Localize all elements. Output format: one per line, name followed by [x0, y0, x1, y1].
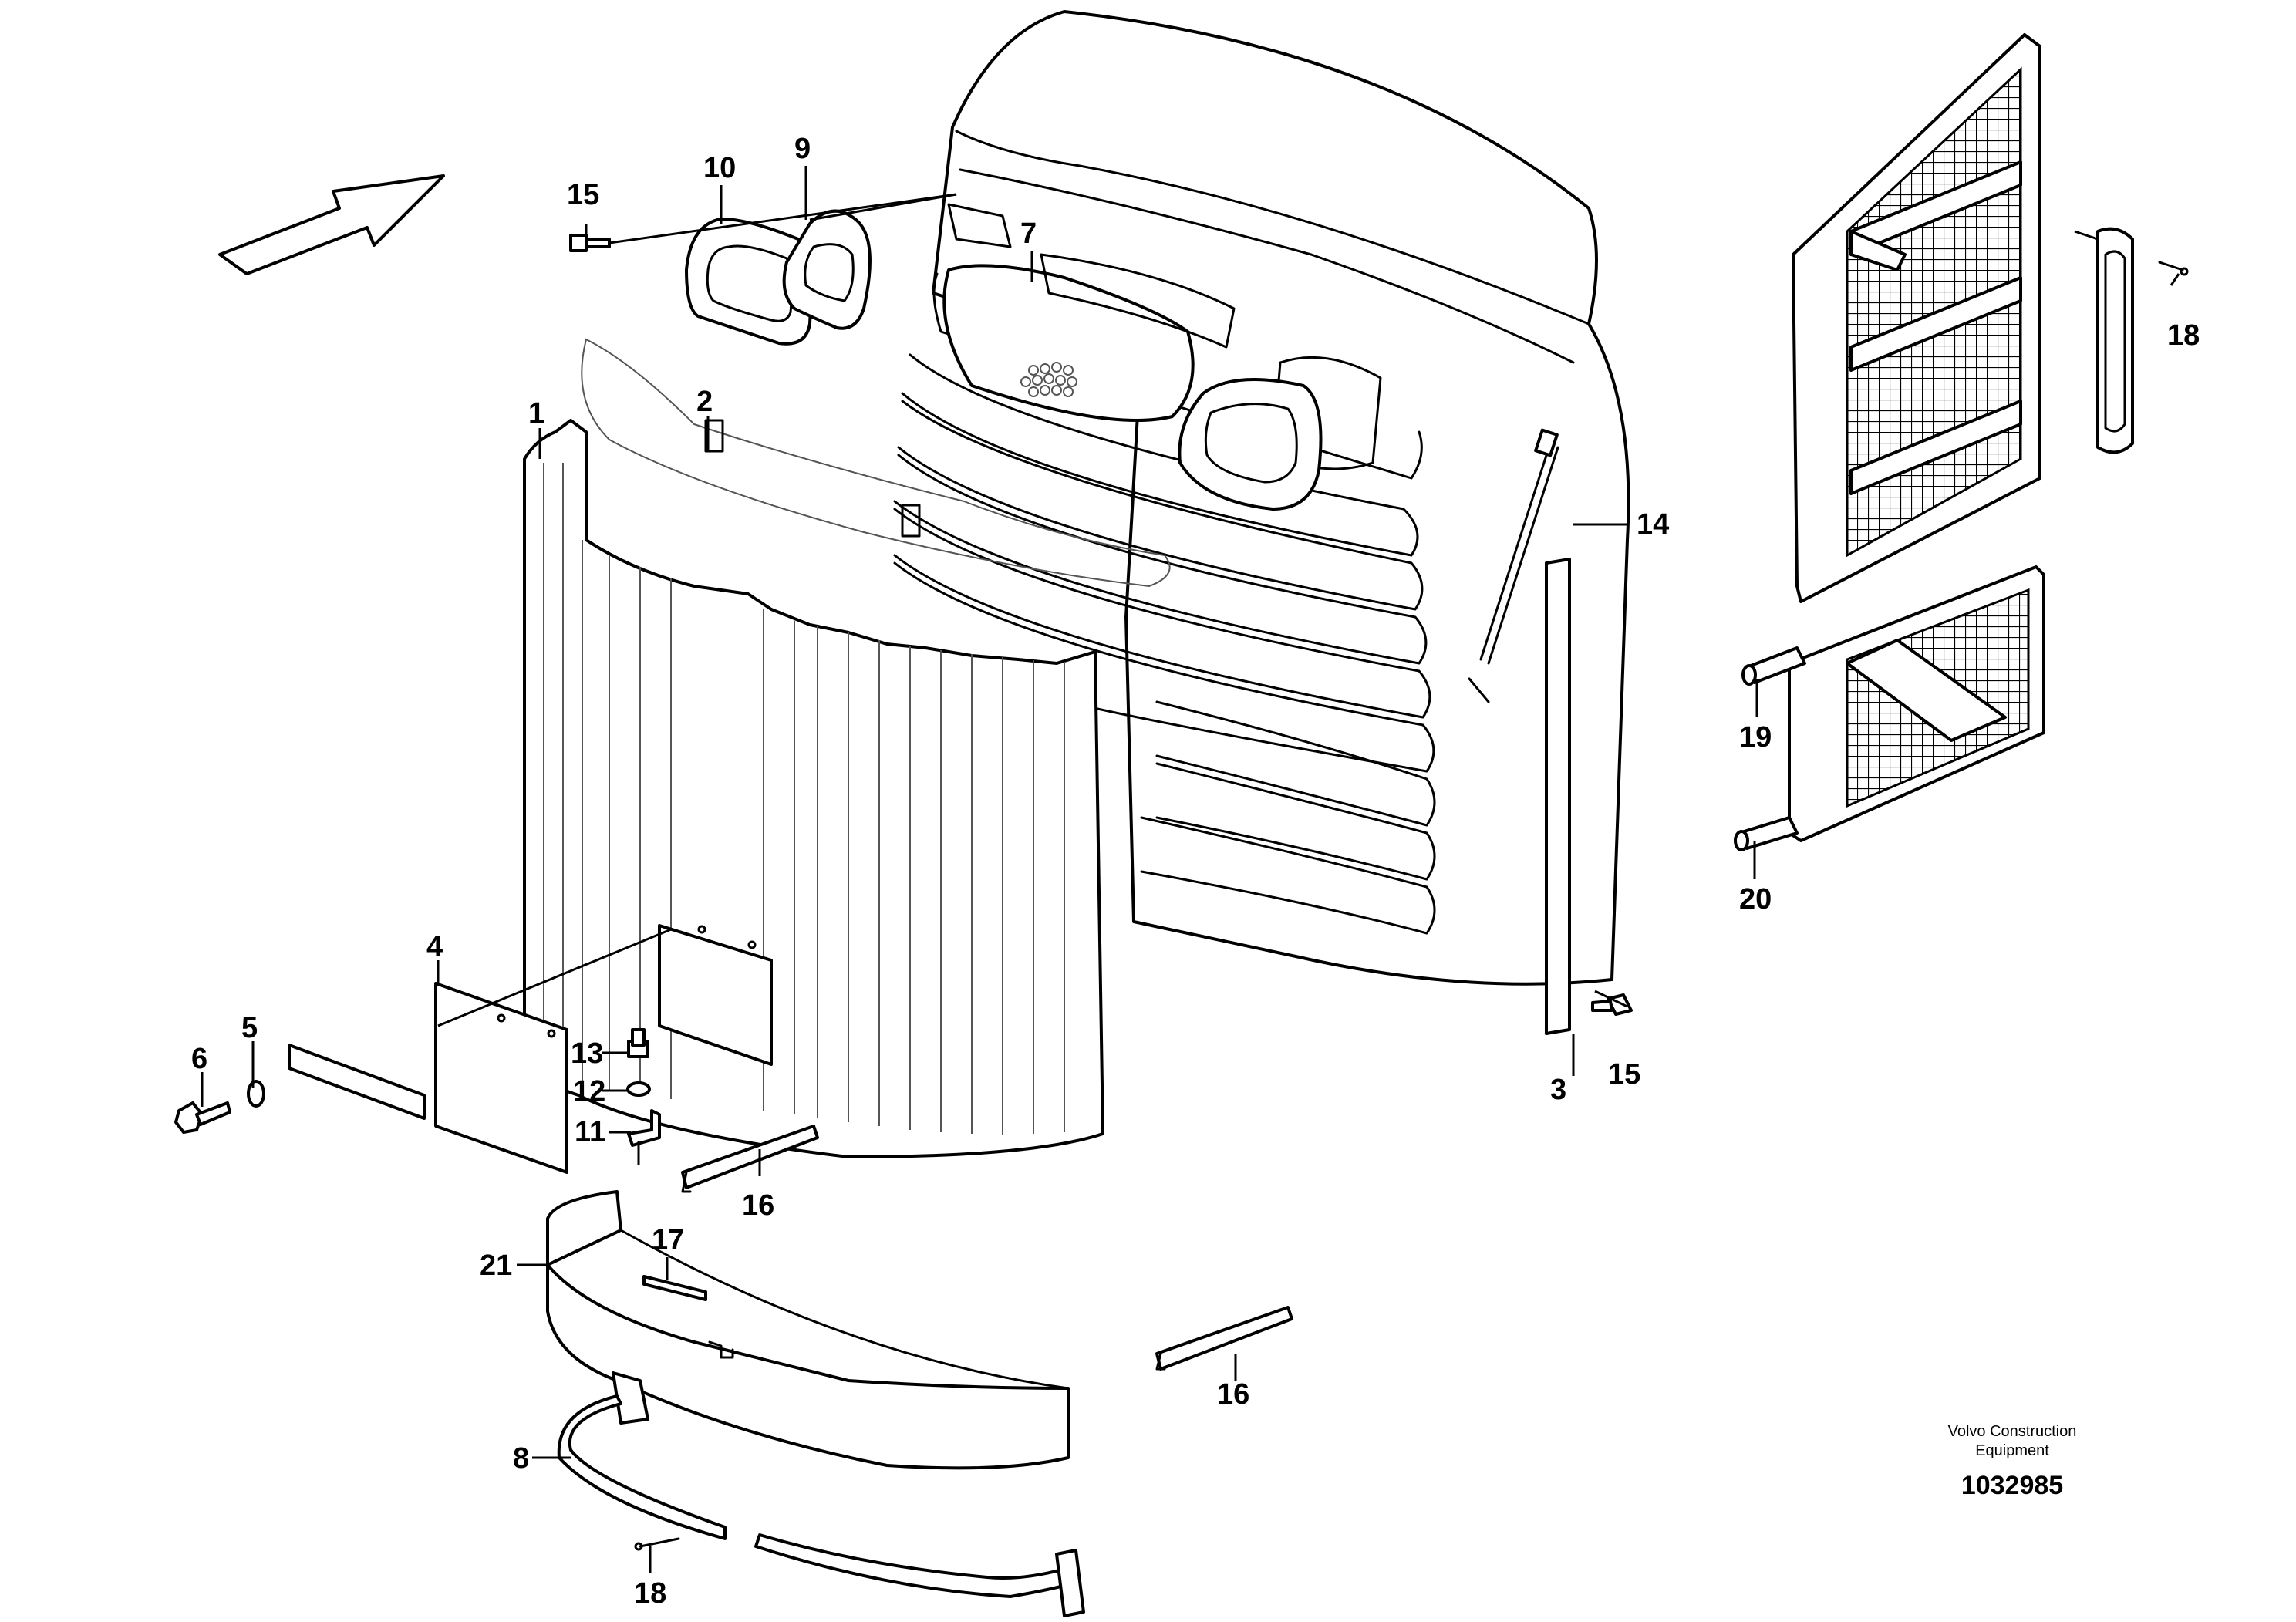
mesh-panel-lower [1788, 565, 2045, 842]
arrow-icon [218, 174, 445, 275]
drawing-number: 1032985 [1961, 1471, 2063, 1500]
light-frame-10 [685, 218, 812, 346]
bottom-skirt [546, 1190, 1070, 1470]
profile-16-lower [1155, 1306, 1293, 1371]
callout-6: 6 [191, 1043, 207, 1075]
rod-19 [1741, 646, 1806, 686]
washer-12 [626, 1081, 651, 1097]
strip-17 [642, 1275, 707, 1301]
callout-15-upper: 15 [567, 179, 599, 211]
leader-lines [201, 166, 2180, 1573]
callout-9: 9 [794, 133, 811, 165]
screw-15-lower [1591, 993, 1633, 1016]
callout-16-upper: 16 [742, 1189, 774, 1222]
washer-5 [247, 1080, 265, 1108]
callout-19: 19 [1739, 721, 1772, 754]
pin-18-upper [2158, 261, 2189, 276]
clip-11 [627, 1109, 661, 1147]
callout-3: 3 [1550, 1074, 1566, 1106]
callout-12: 12 [573, 1075, 605, 1108]
callout-10: 10 [703, 152, 736, 184]
callout-14: 14 [1637, 508, 1669, 541]
gas-strut [1468, 428, 1559, 703]
top-plate [581, 338, 1171, 588]
callout-16-lower: 16 [1217, 1378, 1249, 1411]
seal-strip [1545, 558, 1571, 1035]
corrugated-panel [523, 419, 1104, 1158]
callout-8: 8 [513, 1442, 529, 1475]
callout-4: 4 [426, 931, 443, 963]
screw-15-upper [569, 234, 611, 252]
handle-bracket [2096, 227, 2134, 454]
light-frame-right [1178, 378, 1323, 511]
company-line-1: Volvo Construction [1948, 1423, 2077, 1440]
callout-21: 21 [480, 1249, 512, 1282]
rod-20 [1734, 816, 1799, 851]
callout-1: 1 [528, 397, 544, 430]
callout-labels: 1 2 3 4 5 6 7 8 9 10 11 12 13 14 15 15 1… [191, 133, 2200, 1610]
callout-2: 2 [696, 386, 713, 418]
mesh-panel-upper [1792, 33, 2041, 603]
profile-16-upper [681, 1125, 819, 1193]
callout-20: 20 [1739, 883, 1772, 916]
grille-bars [893, 353, 1436, 935]
mesh-panel-ribs [1849, 160, 2022, 495]
callout-15-lower: 15 [1608, 1058, 1640, 1091]
light-frame-9 [782, 209, 872, 330]
callout-13: 13 [571, 1037, 603, 1070]
callout-18-upper: 18 [2167, 319, 2200, 352]
footer: Volvo Construction Equipment 1032985 [1948, 1423, 2077, 1500]
callout-17: 17 [652, 1224, 684, 1256]
callout-5: 5 [241, 1012, 258, 1044]
plate-4 [434, 982, 568, 1174]
company-line-2: Equipment [1975, 1442, 2049, 1459]
band-8 [557, 1371, 1085, 1617]
bolt-6 [174, 1101, 231, 1134]
callout-11: 11 [575, 1116, 605, 1148]
vent-dots [1020, 362, 1077, 397]
bracket-strip [288, 1044, 426, 1120]
pin-18-bottom [634, 1537, 680, 1551]
callout-7: 7 [1020, 218, 1037, 250]
callout-18-lower: 18 [634, 1577, 666, 1610]
fastener-13 [627, 1028, 649, 1058]
